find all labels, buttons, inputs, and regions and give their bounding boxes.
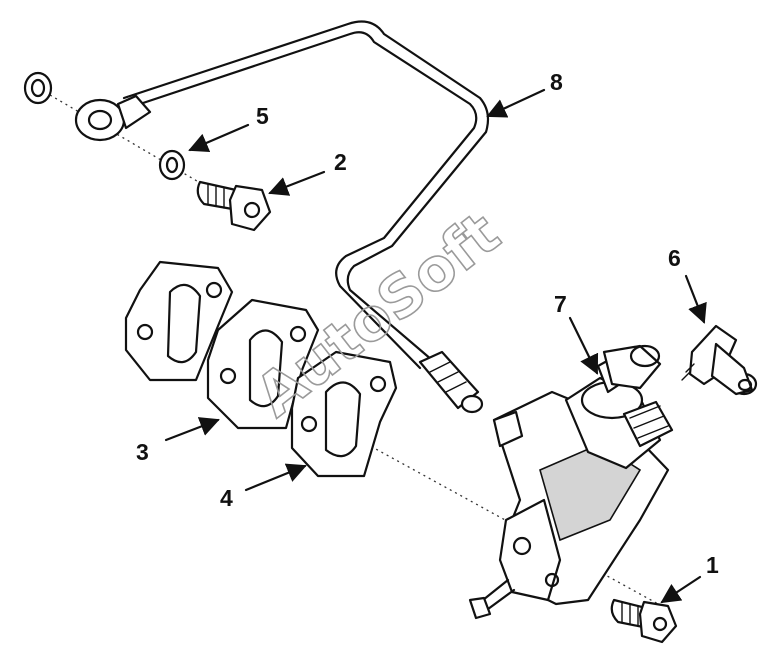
arrow-icon <box>660 575 702 604</box>
mounting-bolt <box>610 598 678 644</box>
gasket-left <box>124 260 234 382</box>
gasket-right <box>290 350 398 478</box>
arrow-icon <box>188 123 250 153</box>
banjo-bolt <box>196 180 272 232</box>
arrow-icon <box>244 463 307 492</box>
arrow-icon <box>164 417 220 442</box>
arrow-icon <box>486 88 546 118</box>
callout-8: 8 <box>550 69 563 95</box>
fuel-line <box>74 20 490 414</box>
callout-3: 3 <box>136 439 149 465</box>
arrow-icon <box>568 316 599 375</box>
arrow-icon <box>268 170 326 196</box>
fuel-pump <box>468 344 674 620</box>
callout-2: 2 <box>334 149 347 175</box>
callout-6: 6 <box>668 245 681 271</box>
callout-arrows <box>164 88 707 604</box>
callout-4: 4 <box>220 485 233 511</box>
callout-1: 1 <box>706 552 719 578</box>
callout-7: 7 <box>554 291 567 317</box>
arrow-icon <box>684 274 707 324</box>
elbow-fitting <box>681 324 758 396</box>
callout-5: 5 <box>256 103 269 129</box>
sealing-washers <box>23 71 186 181</box>
callout-labels: 1 2 3 4 5 6 7 8 <box>136 69 719 578</box>
